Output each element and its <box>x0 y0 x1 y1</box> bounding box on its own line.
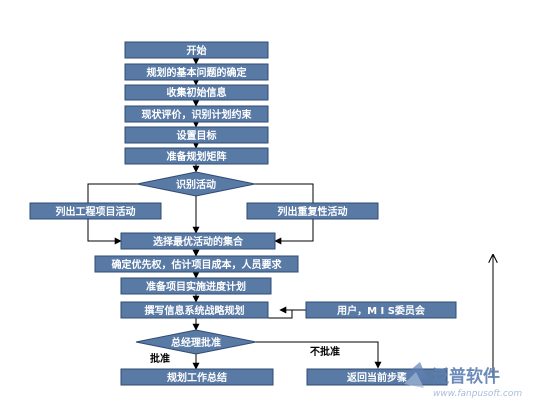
svg-text:规划工作总结: 规划工作总结 <box>167 371 227 384</box>
node-list-repetitive: 列出重复性活动 <box>246 202 379 220</box>
node-select-set: 选择最优活动的集合 <box>120 232 276 250</box>
svg-text:列出工程项目活动: 列出工程项目活动 <box>56 205 136 218</box>
edge-write-users <box>268 309 306 319</box>
svg-text:准备规划矩阵: 准备规划矩阵 <box>167 150 227 163</box>
svg-text:准备项目实施进度计划: 准备项目实施进度计划 <box>146 280 246 293</box>
node-identify-activities: 识别活动 <box>136 171 256 197</box>
svg-text:选择最优活动的集合: 选择最优活动的集合 <box>153 235 244 248</box>
node-list-projects: 列出工程项目活动 <box>29 202 162 220</box>
node-evaluate: 现状评价，识别计划约束 <box>124 105 269 123</box>
node-basic-issues: 规划的基本问题的确定 <box>124 63 269 81</box>
node-priorities: 确定优先权，估计项目成本，人员要求 <box>94 255 299 273</box>
connectors <box>87 57 493 378</box>
edge-identify-repetitive <box>255 183 314 203</box>
svg-text:现状评价，识别计划约束: 现状评价，识别计划约束 <box>142 108 253 121</box>
svg-text:列出重复性活动: 列出重复性活动 <box>278 205 348 218</box>
brand-logo-icon <box>402 362 428 388</box>
node-users-mis: 用户，M I S委员会 <box>305 301 457 319</box>
edge-repetitive-select <box>274 219 314 245</box>
svg-text:设置目标: 设置目标 <box>177 129 217 142</box>
svg-text:收集初始信息: 收集初始信息 <box>167 86 227 99</box>
svg-text:撰写信息系统战略规划: 撰写信息系统战略规划 <box>145 304 245 317</box>
edge-projects-select <box>87 219 122 245</box>
node-write-plan: 撰写信息系统战略规划 <box>120 301 269 319</box>
node-set-goals: 设置目标 <box>124 126 269 144</box>
node-manager-approval: 总经理批准 <box>135 329 257 355</box>
svg-text:返回当前步骤: 返回当前步骤 <box>347 371 407 384</box>
svg-text:规划的基本问题的确定: 规划的基本问题的确定 <box>147 66 247 79</box>
svg-text:识别活动: 识别活动 <box>176 178 216 191</box>
node-start: 开始 <box>124 41 269 59</box>
edge-identify-projects <box>87 183 137 203</box>
label-not-approved: 不批准 <box>310 345 340 358</box>
node-prepare-matrix: 准备规划矩阵 <box>124 147 269 165</box>
svg-text:开始: 开始 <box>187 44 207 57</box>
watermark-url: www.fanpusoft.com <box>433 389 522 399</box>
svg-text:总经理批准: 总经理批准 <box>171 336 221 349</box>
node-implementation-plan: 准备项目实施进度计划 <box>120 277 272 295</box>
watermark: 泛普软件 www.fanpusoft.com <box>402 362 522 399</box>
svg-text:用户，M I S委员会: 用户，M I S委员会 <box>336 304 425 317</box>
label-approved: 批准 <box>150 352 170 365</box>
edge-approval-return <box>256 341 382 369</box>
watermark-brand: 泛普软件 <box>432 366 500 387</box>
svg-text:确定优先权，估计项目成本，人员要求: 确定优先权，估计项目成本，人员要求 <box>112 258 283 271</box>
node-collect-info: 收集初始信息 <box>124 84 269 101</box>
node-summary: 规划工作总结 <box>120 368 274 386</box>
